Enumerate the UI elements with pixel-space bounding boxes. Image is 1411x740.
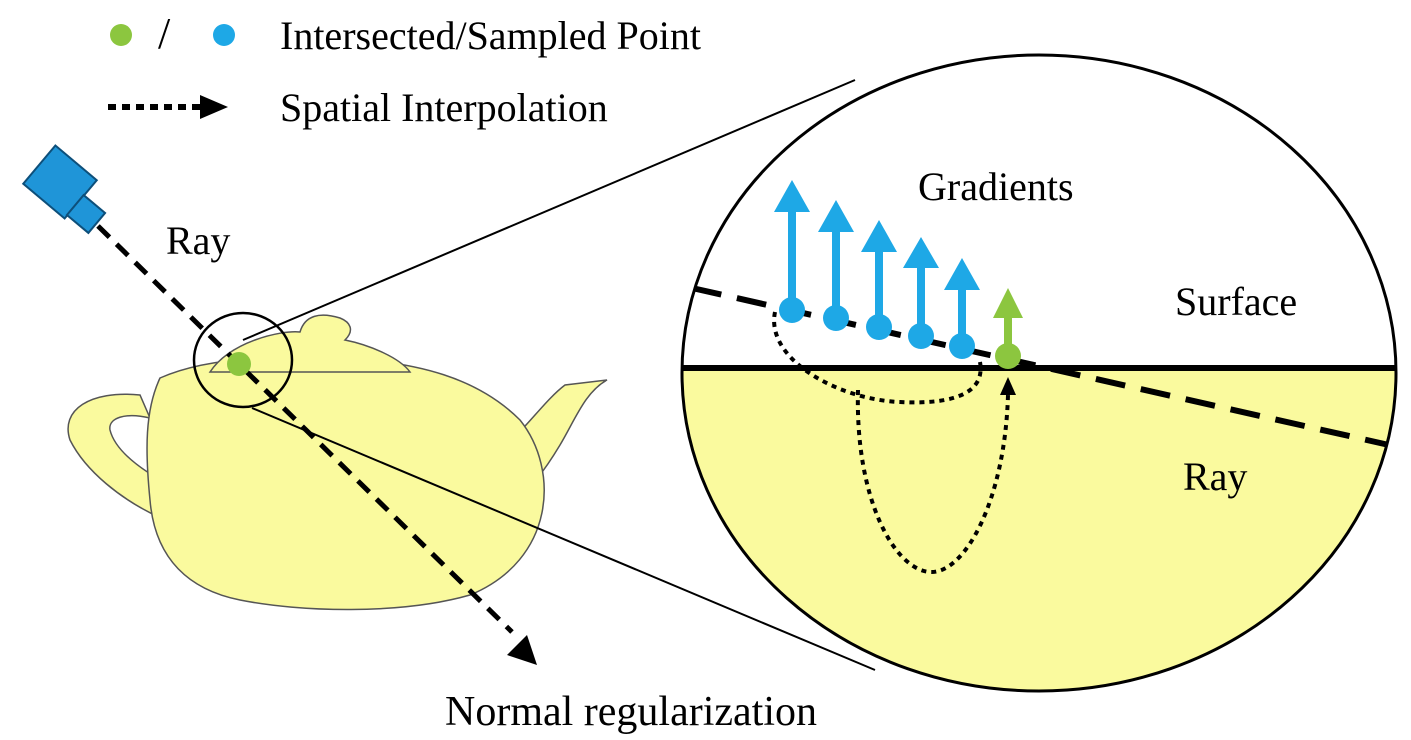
- gradient-arrows: [774, 180, 980, 359]
- ray-label-left: Ray: [166, 218, 230, 263]
- zoom-line-bottom: [251, 407, 876, 671]
- legend: / Intersected/Sampled Point Spatial Inte…: [108, 9, 701, 130]
- surface-label: Surface: [1175, 279, 1297, 324]
- sampled-point: [823, 305, 849, 331]
- intersect-point-zoom: [995, 343, 1021, 369]
- ray-line-zoom: [691, 285, 1390, 448]
- ray-line-left: [96, 224, 514, 634]
- legend-separator: /: [158, 9, 171, 58]
- sampled-point: [949, 333, 975, 359]
- interp-path-upper: [772, 311, 983, 405]
- sampled-point: [779, 297, 805, 323]
- sampled-point: [866, 314, 892, 340]
- ray-label-zoom: Ray: [1183, 454, 1247, 499]
- legend-green-dot: [110, 24, 132, 46]
- interp-path-lower: [855, 389, 1010, 575]
- zoom-line-top: [242, 79, 856, 341]
- legend-interp-label: Spatial Interpolation: [280, 85, 608, 130]
- ray-arrowhead: [507, 635, 537, 665]
- intersect-point-small: [227, 352, 251, 376]
- legend-blue-dot: [213, 24, 235, 46]
- camera-icon: [21, 144, 107, 235]
- magnifier-circle: Gradients Surface Ray: [680, 53, 1398, 693]
- teapot-icon: [67, 314, 608, 611]
- magnifier-small: [192, 311, 294, 409]
- caption-label: Normal regularization: [445, 689, 817, 735]
- sampled-point: [908, 323, 934, 349]
- interp-arrowhead: [1000, 377, 1016, 395]
- gradients-label: Gradients: [918, 164, 1074, 209]
- legend-points-label: Intersected/Sampled Point: [280, 13, 701, 58]
- legend-arrowhead: [200, 95, 228, 119]
